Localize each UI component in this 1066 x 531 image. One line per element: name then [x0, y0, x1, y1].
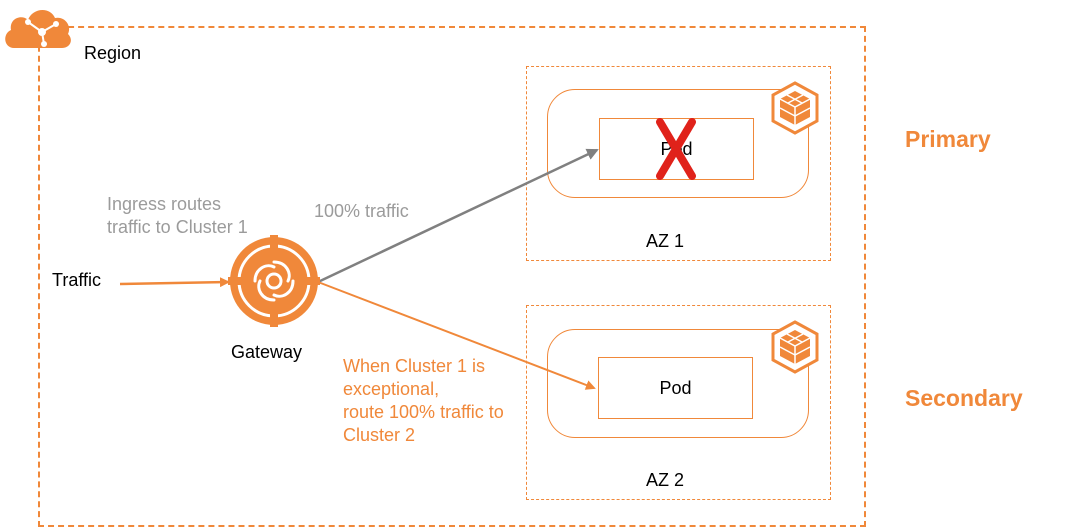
failover-note-line: exceptional,	[343, 379, 440, 399]
failover-note-line: Cluster 2	[343, 425, 416, 445]
failover-note-line: When Cluster 1 is	[343, 356, 486, 376]
cluster-icon	[767, 80, 823, 136]
region-label: Region	[84, 43, 142, 63]
region-boundary	[38, 26, 866, 527]
ingress-note: Ingress routes traffic to Cluster 1	[107, 193, 248, 239]
az1-boundary	[526, 66, 831, 261]
failover-route-arrow	[317, 281, 596, 390]
ingress-note-line: traffic to Cluster 1	[107, 217, 248, 237]
az2-boundary	[526, 305, 831, 500]
failover-note: When Cluster 1 is exceptional, route 100…	[343, 355, 504, 447]
ingress-note-line: Ingress routes	[107, 194, 222, 214]
traffic-label: Traffic	[52, 270, 102, 290]
failover-note-line: route 100% traffic to	[343, 402, 504, 422]
traffic-input-arrow	[119, 277, 230, 288]
gateway-icon	[228, 235, 320, 327]
az1-label: AZ 1	[646, 231, 685, 251]
cloud-icon	[2, 2, 74, 52]
primary-route-arrow	[317, 148, 599, 284]
az2-pod: Pod	[598, 357, 753, 419]
secondary-label: Secondary	[905, 385, 1023, 411]
primary-traffic-note: 100% traffic	[314, 201, 409, 221]
failure-x-icon	[654, 118, 698, 180]
gateway-label: Gateway	[231, 342, 303, 362]
az2-label: AZ 2	[646, 470, 685, 490]
cluster-icon	[767, 319, 823, 375]
primary-label: Primary	[905, 126, 991, 152]
az2-pod-label: Pod	[659, 377, 692, 398]
